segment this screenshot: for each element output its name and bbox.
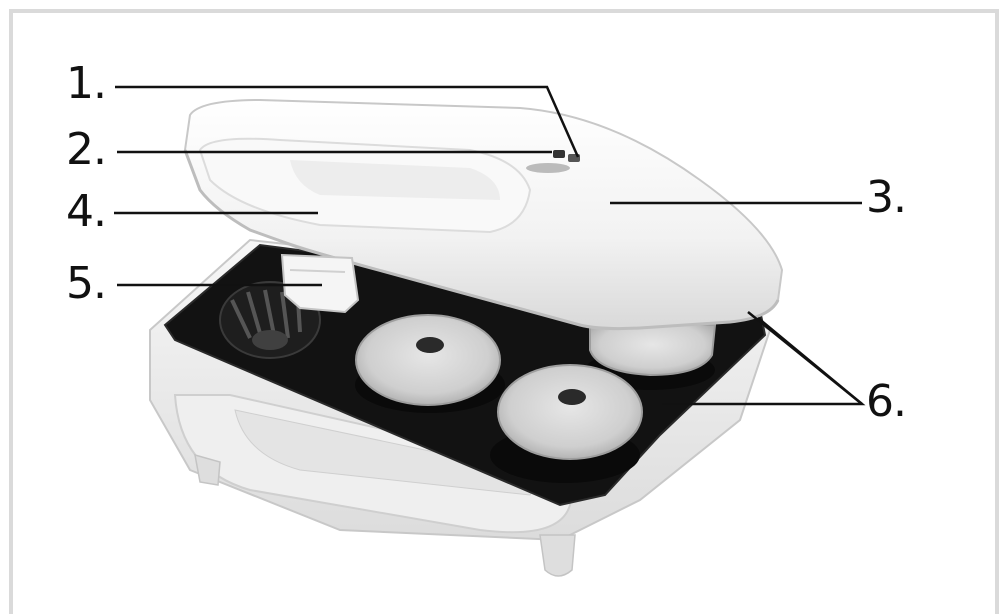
- donut-group: [355, 314, 717, 460]
- leader-1: [115, 85, 580, 158]
- figure-frame: [9, 9, 999, 614]
- power-indicator: [553, 150, 565, 158]
- callout-3: 3.: [866, 172, 907, 223]
- leader-lines: [114, 85, 866, 406]
- donut-front: [497, 364, 643, 460]
- brand-logo: [526, 163, 570, 173]
- callout-1: 1.: [66, 58, 107, 109]
- leader-6b: [747, 311, 863, 405]
- lid: [183, 98, 784, 331]
- callout-2: 2.: [66, 124, 107, 175]
- callout-4: 4.: [66, 186, 107, 237]
- callout-5: 5.: [66, 258, 107, 309]
- callout-6: 6.: [866, 376, 907, 427]
- lid-latch: [280, 253, 360, 314]
- donut-back: [589, 318, 717, 377]
- donut-left: [355, 314, 501, 406]
